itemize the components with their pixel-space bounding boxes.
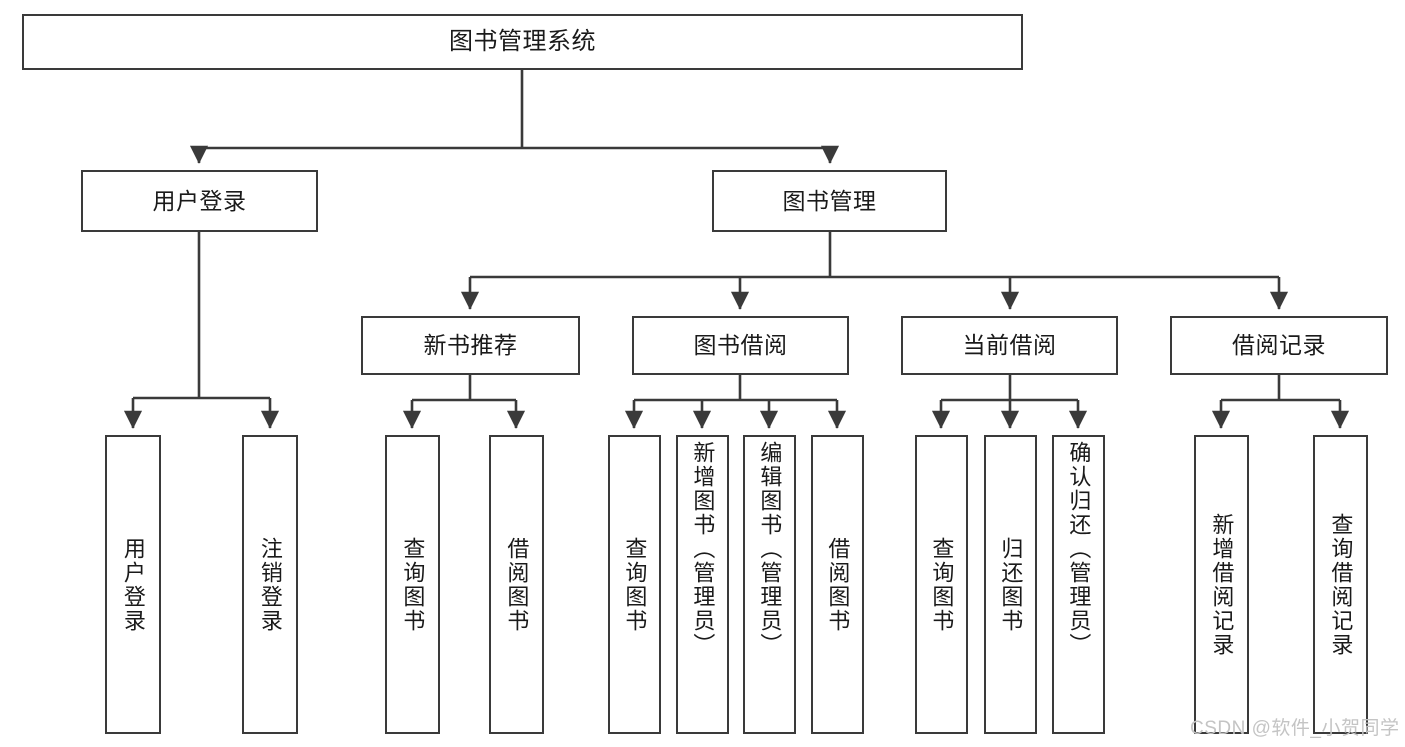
leaf-label: 确认归还（管理员） xyxy=(1066,441,1092,657)
leaf-logout[interactable]: 注销登录 xyxy=(242,435,298,734)
node-root-book-management-system[interactable]: 图书管理系统 xyxy=(22,14,1023,70)
node-current-borrow[interactable]: 当前借阅 xyxy=(901,316,1118,375)
node-book-borrow[interactable]: 图书借阅 xyxy=(632,316,849,375)
leaf-query-book-new[interactable]: 查询图书 xyxy=(385,435,440,734)
leaf-user-login[interactable]: 用户登录 xyxy=(105,435,161,734)
node-new-book-recommend[interactable]: 新书推荐 xyxy=(361,316,580,375)
leaf-query-borrow-record[interactable]: 查询借阅记录 xyxy=(1313,435,1368,734)
node-label: 借阅记录 xyxy=(1232,332,1326,359)
leaf-label: 编辑图书（管理员） xyxy=(757,441,783,657)
node-label: 用户登录 xyxy=(152,187,247,214)
node-user-login[interactable]: 用户登录 xyxy=(81,170,318,232)
node-borrow-record[interactable]: 借阅记录 xyxy=(1170,316,1388,375)
leaf-return-book[interactable]: 归还图书 xyxy=(984,435,1037,734)
leaf-query-book-borrow[interactable]: 查询图书 xyxy=(608,435,661,734)
leaf-borrow-book-new[interactable]: 借阅图书 xyxy=(489,435,544,734)
leaf-label: 新增图书（管理员） xyxy=(690,441,716,657)
leaf-query-book-current[interactable]: 查询图书 xyxy=(915,435,968,734)
leaf-label: 归还图书 xyxy=(998,536,1024,633)
leaf-label: 借阅图书 xyxy=(825,536,851,633)
node-label: 图书管理系统 xyxy=(449,28,596,56)
leaf-label: 查询图书 xyxy=(400,536,426,633)
leaf-edit-book-admin[interactable]: 编辑图书（管理员） xyxy=(743,435,796,734)
leaf-add-book-admin[interactable]: 新增图书（管理员） xyxy=(676,435,729,734)
leaf-add-borrow-record[interactable]: 新增借阅记录 xyxy=(1194,435,1249,734)
leaf-label: 用户登录 xyxy=(120,536,146,633)
leaf-label: 查询图书 xyxy=(929,536,955,633)
watermark: CSDN @软件_小贺同学 xyxy=(1190,718,1400,739)
leaf-label: 注销登录 xyxy=(257,536,283,633)
leaf-label: 新增借阅记录 xyxy=(1209,512,1235,657)
node-label: 当前借阅 xyxy=(962,332,1057,359)
leaf-label: 查询借阅记录 xyxy=(1328,512,1354,657)
leaf-borrow-book[interactable]: 借阅图书 xyxy=(811,435,864,734)
node-label: 新书推荐 xyxy=(423,332,518,359)
node-label: 图书管理 xyxy=(782,187,877,214)
leaf-label: 借阅图书 xyxy=(504,536,530,633)
node-book-management[interactable]: 图书管理 xyxy=(712,170,947,232)
node-label: 图书借阅 xyxy=(693,332,788,359)
leaf-label: 查询图书 xyxy=(622,536,648,633)
leaf-confirm-return-admin[interactable]: 确认归还（管理员） xyxy=(1052,435,1105,734)
